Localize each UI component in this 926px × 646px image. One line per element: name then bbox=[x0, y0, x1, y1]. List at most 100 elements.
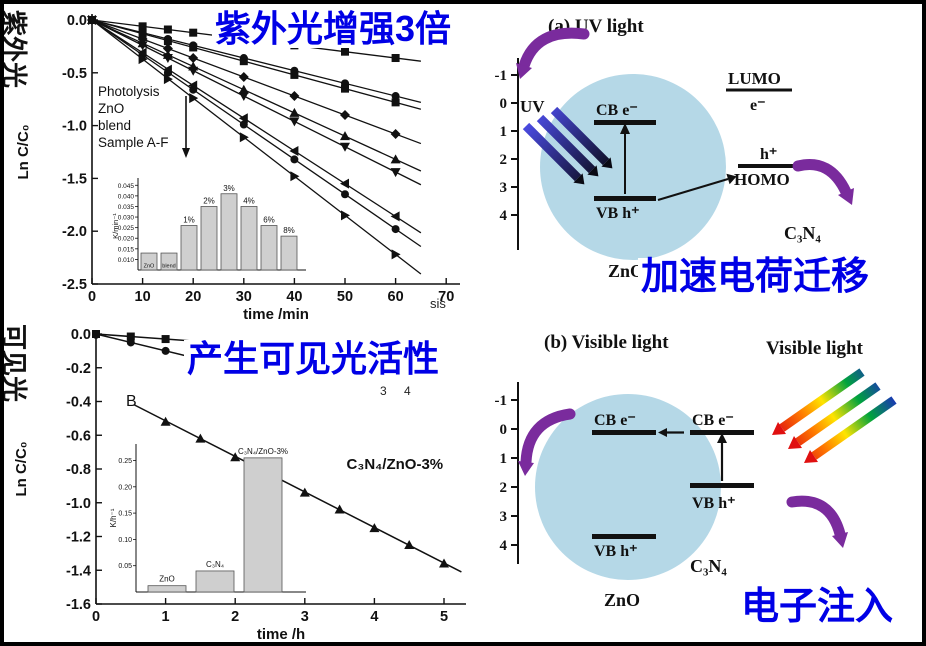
vb-level-bar bbox=[594, 196, 656, 201]
svg-text:C₃N₄/ZnO-3%: C₃N₄/ZnO-3% bbox=[238, 447, 288, 456]
homo-label: HOMO bbox=[734, 170, 790, 189]
svg-text:-1.0: -1.0 bbox=[62, 119, 87, 135]
axis-tick: 1 bbox=[500, 451, 508, 467]
axis-tick: 2 bbox=[500, 152, 508, 168]
text-fragment: sis bbox=[430, 296, 446, 311]
zno-vb-label: VB h⁺ bbox=[594, 543, 638, 560]
energy-axis bbox=[511, 382, 519, 564]
svg-text:70: 70 bbox=[438, 289, 454, 305]
purple-arrow-electron-out bbox=[518, 408, 576, 476]
axis-tick: 3 bbox=[500, 180, 508, 196]
svg-text:-1.4: -1.4 bbox=[66, 563, 91, 579]
svg-text:20: 20 bbox=[185, 289, 201, 305]
svg-text:0.0: 0.0 bbox=[67, 13, 87, 29]
excitation-arrow bbox=[620, 123, 630, 194]
axis-tick: 0 bbox=[500, 422, 508, 438]
svg-text:-1.6: -1.6 bbox=[66, 597, 91, 613]
axis-tick: 0 bbox=[500, 96, 508, 112]
lumo-electron-label: e⁻ bbox=[750, 97, 766, 114]
visible-section-label: 可见光 bbox=[0, 324, 29, 403]
zno-particle bbox=[540, 74, 726, 260]
svg-text:40: 40 bbox=[286, 289, 302, 305]
svg-text:3: 3 bbox=[301, 609, 309, 625]
axis-tick: 3 bbox=[500, 509, 508, 525]
svg-text:0.045: 0.045 bbox=[118, 183, 135, 190]
svg-text:blend: blend bbox=[162, 264, 175, 270]
svg-text:8%: 8% bbox=[283, 226, 295, 235]
visible-mechanism-diagram: -1 0 1 2 3 4 (b) Visible light Visible l… bbox=[495, 332, 897, 610]
svg-text:Ln C/C₀: Ln C/C₀ bbox=[15, 124, 32, 179]
svg-text:50: 50 bbox=[337, 289, 353, 305]
svg-text:6%: 6% bbox=[263, 216, 275, 225]
svg-text:-1.2: -1.2 bbox=[66, 530, 91, 546]
lumo-label: LUMO bbox=[728, 69, 781, 88]
svg-text:ZnO: ZnO bbox=[98, 101, 124, 116]
cb-label: CB e⁻ bbox=[596, 102, 638, 119]
svg-text:C₃N₄: C₃N₄ bbox=[206, 560, 224, 569]
svg-text:-0.8: -0.8 bbox=[66, 462, 91, 478]
c3n4-label: C₃N₄ bbox=[784, 223, 821, 243]
svg-text:0.10: 0.10 bbox=[118, 537, 132, 544]
axis-tick: -1 bbox=[495, 393, 508, 409]
axis-tick: 2 bbox=[500, 480, 508, 496]
svg-text:C₃N₄/ZnO-3%: C₃N₄/ZnO-3% bbox=[347, 456, 444, 473]
svg-text:-0.4: -0.4 bbox=[66, 395, 91, 411]
zno-vb-bar bbox=[592, 534, 656, 539]
c3n4-cb-bar bbox=[690, 430, 754, 435]
visible-activity-annotation: 产生可见光活性 bbox=[184, 340, 443, 378]
svg-text:5: 5 bbox=[440, 609, 448, 625]
axis-tick: 1 bbox=[500, 124, 508, 140]
electron-injection-annotation: 电子注入 bbox=[738, 587, 897, 628]
energy-axis bbox=[511, 58, 519, 250]
uv-light-arrows bbox=[522, 106, 613, 185]
svg-text:2%: 2% bbox=[203, 196, 215, 205]
charge-transfer-annotation: 加速电荷迁移 bbox=[638, 257, 873, 298]
c3n4-label: C₃N₄ bbox=[690, 556, 727, 576]
axis-tick: 4 bbox=[500, 538, 508, 554]
svg-text:0.025: 0.025 bbox=[118, 225, 135, 232]
svg-text:-2.5: -2.5 bbox=[62, 277, 87, 293]
svg-text:-0.2: -0.2 bbox=[66, 361, 91, 377]
svg-text:0.020: 0.020 bbox=[118, 236, 135, 243]
svg-text:Sample A-F: Sample A-F bbox=[98, 135, 169, 150]
svg-text:1%: 1% bbox=[183, 216, 195, 225]
svg-text:0.030: 0.030 bbox=[118, 215, 135, 222]
svg-text:0.05: 0.05 bbox=[118, 563, 132, 570]
svg-text:0.0: 0.0 bbox=[71, 327, 91, 343]
homo-level-bar bbox=[738, 164, 802, 168]
svg-text:3%: 3% bbox=[223, 184, 235, 193]
purple-arrow-electron-out bbox=[516, 27, 590, 79]
svg-text:B: B bbox=[126, 393, 137, 410]
svg-text:K/h⁻¹: K/h⁻¹ bbox=[109, 508, 118, 527]
zno-label: ZnO bbox=[604, 590, 640, 610]
c3n4-cb-label: CB e⁻ bbox=[692, 412, 734, 429]
c3n4-vb-bar bbox=[690, 483, 754, 488]
svg-text:2: 2 bbox=[231, 609, 239, 625]
svg-text:0.040: 0.040 bbox=[118, 193, 135, 200]
c3n4-excitation-arrow bbox=[717, 433, 727, 481]
svg-text:time /h: time /h bbox=[257, 626, 305, 643]
svg-text:60: 60 bbox=[388, 289, 404, 305]
svg-text:Ln C/C₀: Ln C/C₀ bbox=[13, 441, 30, 496]
svg-text:0.20: 0.20 bbox=[118, 484, 132, 491]
panel-b-title: (b) Visible light bbox=[544, 332, 669, 353]
svg-text:-2.0: -2.0 bbox=[62, 224, 87, 240]
visible-light-label: Visible light bbox=[766, 338, 864, 359]
purple-arrow-hole-out bbox=[786, 495, 848, 548]
hole-transfer-arrow bbox=[657, 173, 737, 201]
uv-boost-annotation: 紫外光增强3倍 bbox=[212, 10, 455, 48]
svg-text:1: 1 bbox=[162, 609, 170, 625]
uv-mechanism-diagram: -1 0 1 2 3 4 (a) UV light UV CB e⁻ VB h⁺… bbox=[495, 16, 854, 281]
cb-level-bar bbox=[594, 120, 656, 125]
zno-cb-label: CB e⁻ bbox=[594, 412, 636, 429]
svg-text:10: 10 bbox=[135, 289, 151, 305]
text-fragment: 3 4 bbox=[380, 384, 418, 398]
uv-label: UV bbox=[520, 97, 545, 116]
svg-text:-0.6: -0.6 bbox=[66, 428, 91, 444]
svg-text:4%: 4% bbox=[243, 196, 255, 205]
zno-label: ZnO bbox=[608, 261, 644, 281]
svg-text:-0.5: -0.5 bbox=[62, 66, 87, 82]
